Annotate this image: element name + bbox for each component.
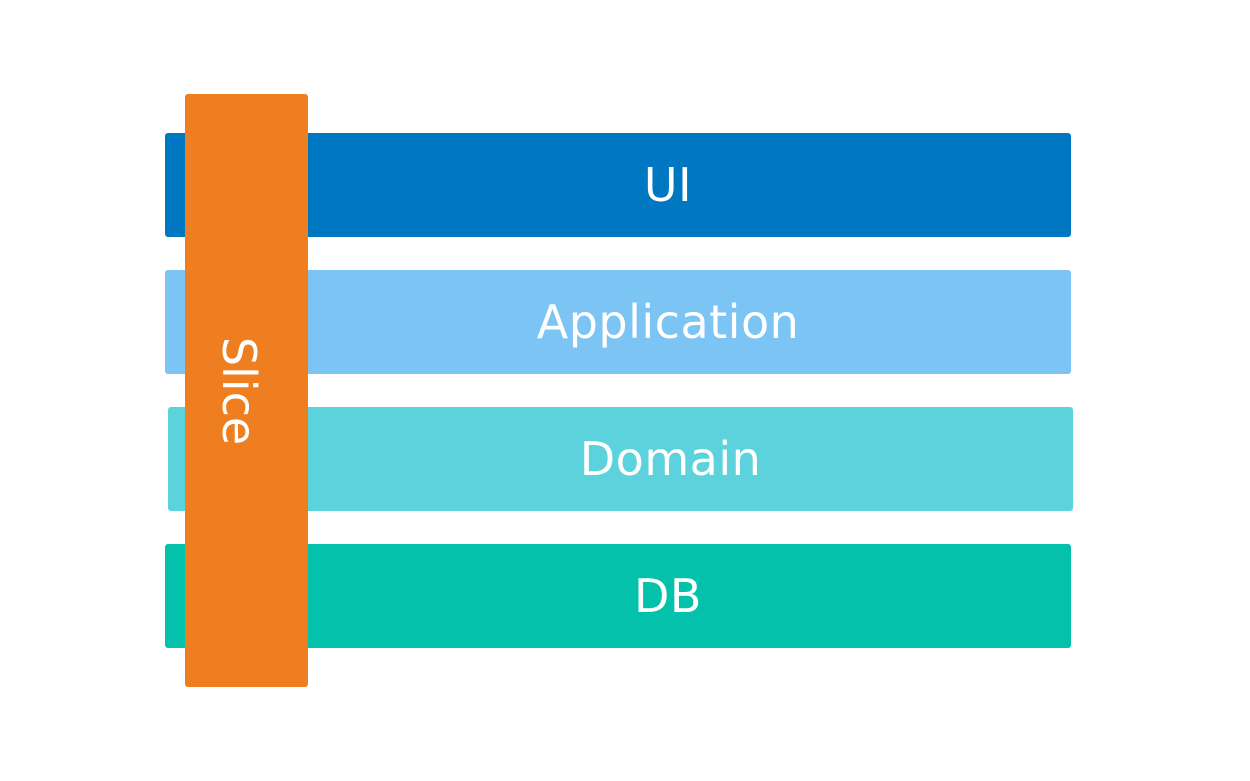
layer-application: Application xyxy=(165,270,1071,374)
layer-ui-label: UI xyxy=(643,158,693,212)
layer-ui: UI xyxy=(165,133,1071,237)
vertical-slice-bar xyxy=(185,94,308,687)
slice-label: Slice xyxy=(212,336,266,446)
layer-application-label: Application xyxy=(536,295,800,349)
layer-db: DB xyxy=(165,544,1071,648)
layer-domain: Domain xyxy=(168,407,1073,511)
layer-domain-label: Domain xyxy=(579,432,762,486)
layer-db-label: DB xyxy=(634,569,702,623)
